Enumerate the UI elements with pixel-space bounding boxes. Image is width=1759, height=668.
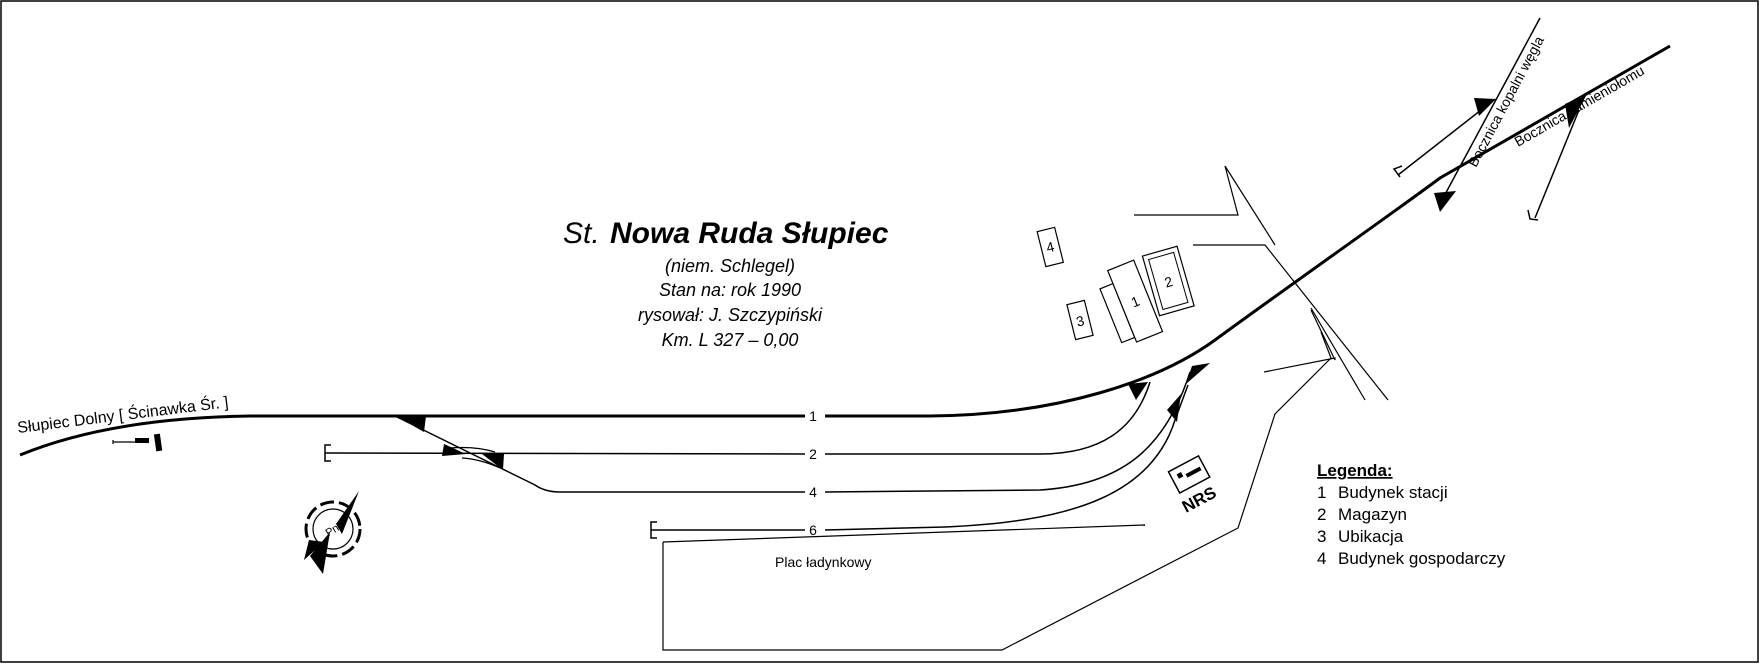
- track-2-buffer: [324, 444, 331, 462]
- track-2: [324, 381, 1151, 455]
- signal-head: [135, 438, 149, 443]
- nrs-box: [1167, 454, 1211, 495]
- building-3-label: 3: [1075, 312, 1087, 329]
- track-2-label: 2: [809, 446, 817, 462]
- building-1-outline: [1106, 259, 1164, 343]
- signal-marker: [112, 433, 163, 452]
- title-prefix: St.: [563, 217, 600, 250]
- building-3-outline: [1066, 299, 1094, 341]
- switch-marker: [1128, 382, 1148, 400]
- road-edge-3: [1224, 165, 1276, 246]
- station-name: Nowa Ruda Słupiec: [610, 217, 889, 250]
- building-2-inner: [1147, 251, 1189, 311]
- legend-num-1: 1: [1317, 483, 1326, 502]
- switch-marker: [482, 454, 504, 470]
- coal-mine-spur: [1397, 102, 1491, 176]
- switch-marker: [1434, 191, 1456, 212]
- switch-marker: [442, 444, 466, 456]
- legend-item-3: Ubikacja: [1338, 527, 1404, 546]
- loading-yard-edge: [662, 524, 1146, 543]
- building-4-label: 4: [1045, 238, 1057, 255]
- coal-mine-siding: [1441, 17, 1541, 201]
- legend-num-2: 2: [1317, 505, 1326, 524]
- compass-needle-south: [310, 532, 330, 574]
- switch-marker: [396, 416, 426, 432]
- signal-pole: [112, 440, 135, 444]
- building-4-outline: [1036, 226, 1065, 268]
- coal-mine-spur-buffer: [1392, 165, 1403, 178]
- legend-item-2: Magazyn: [1338, 505, 1407, 524]
- title-block: St. Nowa Ruda Słupiec (niem. Schlegel) S…: [563, 217, 889, 350]
- yard-label: Plac ładynkowy: [775, 554, 872, 570]
- legend-item-4: Budynek gospodarczy: [1338, 549, 1506, 568]
- switch-marker: [1186, 363, 1210, 384]
- crossover-curve-a: [449, 446, 496, 453]
- legend-title: Legenda:: [1317, 461, 1393, 480]
- road-edge-1: [1134, 165, 1239, 216]
- title-line-3: rysował: J. Szczypiński: [638, 305, 823, 325]
- building-2: 2: [1141, 245, 1195, 317]
- legend-item-1: Budynek stacji: [1338, 483, 1448, 502]
- compass-rose: Pn: [304, 491, 362, 574]
- title-line-1: (niem. Schlegel): [665, 256, 795, 276]
- road-edge-5: [1263, 309, 1336, 373]
- main-line: [19, 44, 1671, 457]
- quarry-spur-buffer: [1527, 209, 1539, 221]
- track-1-label: 1: [809, 408, 817, 424]
- building-1: 1: [1099, 259, 1164, 344]
- nrs-bar: [1185, 466, 1202, 478]
- road-edge-2: [1193, 244, 1389, 401]
- switch-marker: [1167, 394, 1181, 422]
- switch-marker: [1565, 94, 1587, 128]
- title-line-4: Km. L 327 – 0,00: [662, 330, 799, 350]
- signal-foot: [153, 433, 163, 452]
- building-4: 4: [1036, 226, 1065, 268]
- loading-yard-outline: [662, 331, 1332, 651]
- compass-needle-north: [336, 491, 359, 534]
- building-3: 3: [1066, 299, 1094, 341]
- nrs-dot: [1176, 471, 1184, 479]
- building-2-outline: [1141, 245, 1195, 317]
- track-6-buffer: [650, 521, 657, 539]
- legend-num-3: 3: [1317, 527, 1326, 546]
- title-line-2: Stan na: rok 1990: [659, 280, 801, 300]
- crossover-curve-b: [461, 457, 501, 469]
- track-4-label: 4: [809, 484, 817, 500]
- quarry-spur: [1534, 109, 1580, 219]
- legend: Legenda: 1 Budynek stacji 2 Magazyn 3 Ub…: [1317, 461, 1506, 568]
- compass-arrow-south: [304, 540, 324, 560]
- track-6: [651, 384, 1189, 531]
- road-edge-4: [1310, 307, 1366, 401]
- legend-num-4: 4: [1317, 549, 1326, 568]
- track-6-label: 6: [809, 522, 817, 538]
